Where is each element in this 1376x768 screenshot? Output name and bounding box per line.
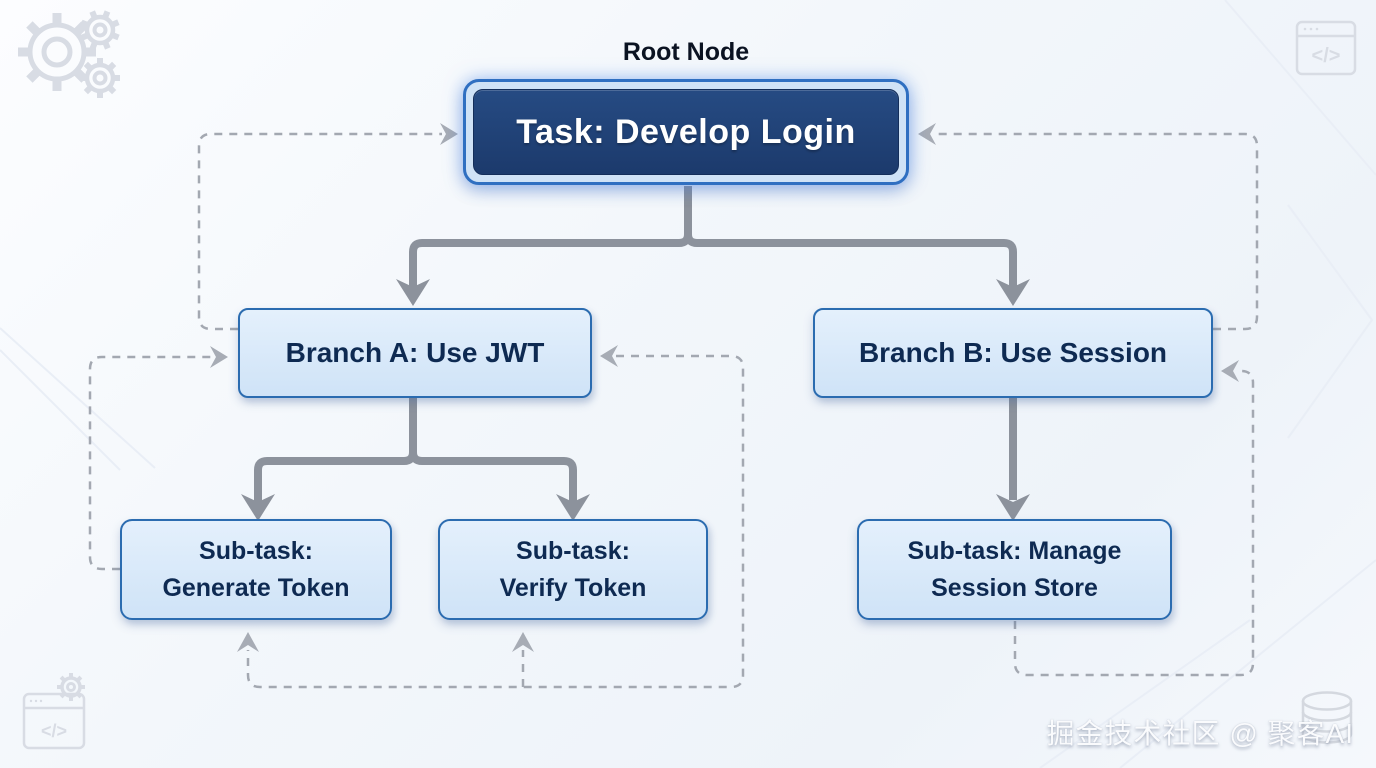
subtask-verify-line2: Verify Token	[499, 573, 647, 602]
gear-overlay	[57, 673, 85, 701]
root-caption: Root Node	[622, 38, 750, 66]
arrowhead-into-generate-bottom	[237, 632, 259, 652]
dashed-loops	[88, 132, 1259, 689]
edge-brancha-verify	[409, 398, 577, 505]
background-chevron	[1287, 204, 1374, 439]
arrowhead-into-root-right	[918, 123, 936, 145]
arrowhead-branchb-top	[996, 279, 1030, 306]
arrowhead-verify-top	[556, 494, 590, 521]
loop-brancha-to-root	[197, 132, 442, 331]
subtask-generate-line1: Sub-task:	[199, 537, 313, 566]
arrowhead-into-verify-bottom	[512, 632, 534, 652]
node-subtask-generate-label: Sub-task: Generate Token	[162, 533, 349, 606]
loop-session-to-branchb	[1013, 369, 1255, 677]
node-branch-b-label: Branch B: Use Session	[858, 337, 1168, 368]
loop-subtasks-to-brancha	[246, 354, 745, 689]
node-branch-b: Branch B: Use Session	[813, 308, 1213, 398]
node-subtask-session: Sub-task: Manage Session Store	[857, 519, 1172, 620]
code-glyph: </>	[1312, 45, 1341, 67]
node-subtask-session-label: Sub-task: Manage Session Store	[908, 533, 1122, 606]
solid-connectors	[254, 186, 1017, 505]
node-root-label: Task: Develop Login	[473, 89, 899, 175]
code-window-gear-icon: </>	[22, 673, 86, 750]
arrowhead-generate-top	[241, 494, 275, 521]
node-root: Task: Develop Login	[463, 79, 909, 185]
solid-arrowheads	[241, 279, 1030, 521]
node-branch-a: Branch A: Use JWT	[238, 308, 592, 398]
arrowhead-session-top	[996, 494, 1030, 521]
loop-generate-to-brancha	[88, 355, 212, 571]
node-branch-a-label: Branch A: Use JWT	[285, 337, 545, 368]
edge-brancha-generate	[254, 398, 417, 505]
gear-large	[18, 13, 96, 91]
arrowhead-into-brancha-left	[210, 346, 228, 368]
watermark: 掘金技术社区 @ 聚客AI	[1046, 718, 1354, 749]
node-subtask-verify-label: Sub-task: Verify Token	[500, 533, 647, 606]
gear-small-top	[80, 10, 120, 50]
code-window-icon: </>	[1295, 20, 1357, 76]
code-glyph: </>	[41, 721, 67, 741]
arrowhead-into-brancha-right	[600, 345, 618, 367]
loop-branchb-to-root	[934, 132, 1259, 331]
arrowhead-into-root-left	[440, 123, 458, 145]
node-subtask-generate: Sub-task: Generate Token	[120, 519, 392, 620]
subtask-verify-line1: Sub-task:	[516, 537, 630, 566]
database-icon	[1301, 691, 1353, 744]
gear-small-bottom	[80, 58, 120, 98]
subtask-generate-line2: Generate Token	[162, 573, 350, 602]
subtask-session-line2: Session Store	[931, 573, 1098, 602]
node-subtask-verify: Sub-task: Verify Token	[438, 519, 708, 620]
arrowhead-brancha-top	[396, 279, 430, 306]
dashed-arrowheads	[210, 123, 1239, 652]
edge-root-branchb	[684, 186, 1017, 290]
gears-icon	[18, 10, 120, 98]
edge-root-brancha	[409, 186, 692, 290]
subtask-session-line1: Sub-task: Manage	[907, 537, 1122, 566]
arrowhead-into-branchb-right	[1221, 360, 1239, 382]
